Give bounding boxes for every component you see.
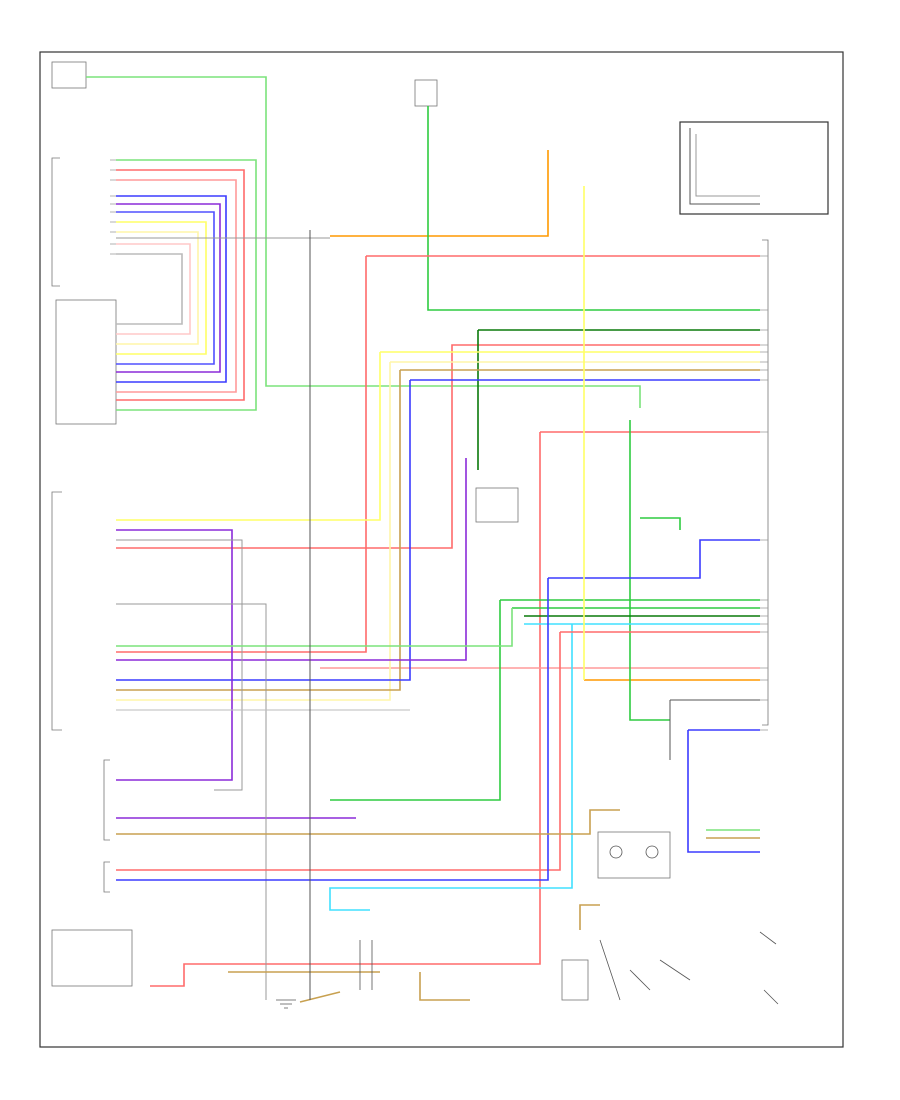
wire-tan-3 — [116, 809, 620, 835]
wire-green-4 — [330, 600, 501, 801]
wire-yellow-1 — [116, 221, 207, 355]
wire-blue-5 — [548, 539, 760, 579]
wire-antenna-1 — [689, 128, 760, 205]
wire-tan-5 — [419, 972, 470, 1001]
bottom-center-relay — [597, 831, 671, 879]
wire-tan-6 — [579, 904, 600, 930]
pins-right — [760, 255, 768, 731]
wire-pink-1 — [116, 179, 237, 393]
wire-gray-3 — [116, 539, 243, 791]
bottom-right-switch — [561, 959, 589, 1001]
wire-blue-4 — [116, 380, 411, 681]
wire-blue-8 — [687, 730, 760, 853]
left-unit-bracket-1 — [51, 157, 60, 287]
wire-yellow-3 — [116, 352, 381, 521]
wire-pink-2 — [116, 243, 191, 335]
wire-green-6 — [629, 440, 670, 721]
wire-red-5 — [150, 432, 541, 987]
wire-orange-1 — [330, 150, 549, 237]
wire-green-1 — [116, 159, 257, 411]
wire-tan-7 — [299, 991, 341, 1003]
wire-red-3 — [116, 256, 367, 653]
top-center-fuse-box — [414, 79, 438, 107]
component-boxes — [51, 61, 829, 1001]
wire-light-yellow-3 — [116, 362, 391, 701]
left-unit-box — [55, 299, 117, 425]
wire-purple-3 — [116, 458, 467, 661]
wire-light-yellow-1 — [116, 231, 199, 345]
wire-purple-2 — [116, 529, 233, 781]
pin-marks — [110, 159, 768, 731]
wire-gray-4 — [116, 603, 267, 1000]
center-small-box — [475, 487, 519, 523]
wire-green-8 — [640, 517, 681, 530]
wire-green-top — [86, 76, 641, 408]
symbols — [276, 845, 779, 1009]
relay-coil-2 — [645, 845, 659, 859]
wire-blue-6 — [116, 578, 549, 881]
switch-symbol-2 — [759, 931, 779, 1005]
wire-light-green-2 — [116, 608, 513, 647]
diagram-frame — [39, 51, 844, 1048]
wire-tan-2 — [116, 370, 401, 691]
left-connector-bracket — [103, 759, 110, 841]
wire-red-1 — [116, 169, 245, 401]
connector-symbol — [359, 940, 373, 990]
wire-red-6 — [116, 344, 760, 549]
top-left-connector — [51, 61, 87, 89]
wire-cyan-2 — [329, 624, 573, 911]
left-unit-bracket-2 — [51, 491, 62, 731]
wire-green-2 — [427, 106, 760, 311]
wire-blue-2 — [116, 211, 215, 365]
left-connector-bracket-2 — [103, 861, 110, 893]
relay-coil-1 — [609, 845, 623, 859]
top-right-antenna-box — [679, 121, 829, 215]
wires — [86, 76, 760, 1003]
wire-blue-1 — [116, 195, 227, 383]
wire-red-9 — [116, 632, 561, 871]
right-connector-bracket — [762, 239, 769, 726]
wire-antenna-2 — [695, 134, 760, 197]
wire-purple-1 — [116, 203, 221, 373]
bottom-left-unit — [51, 929, 133, 987]
wire-gray-1 — [116, 253, 183, 325]
ground-symbol — [276, 999, 296, 1009]
switch-symbol-1 — [599, 939, 691, 1001]
pins-left-top — [110, 159, 116, 255]
